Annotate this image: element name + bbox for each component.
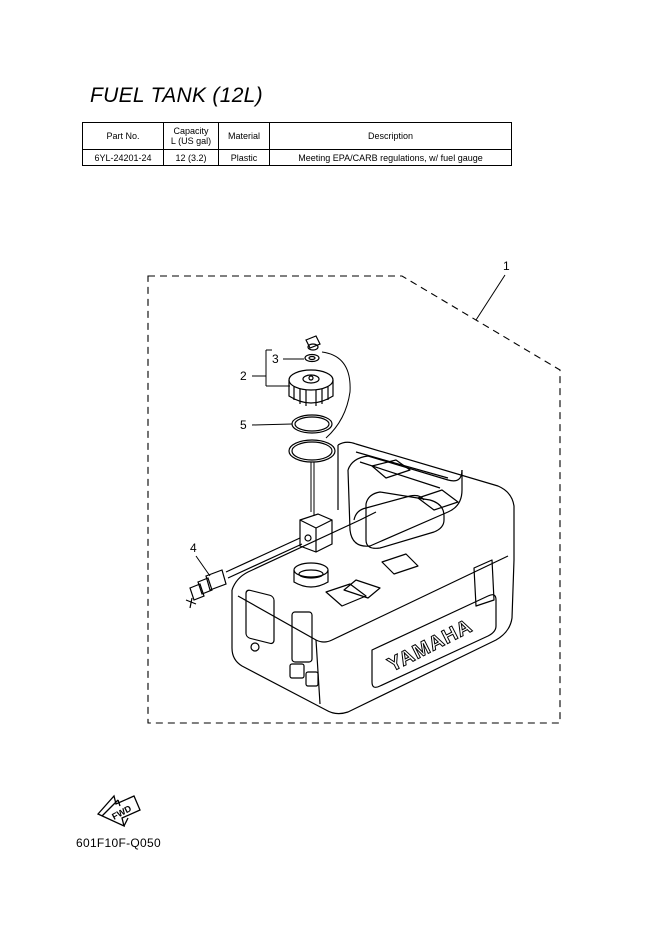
header-capacity: Capacity L (US gal) (163, 122, 219, 150)
figure-code: 601F10F-Q050 (76, 836, 161, 850)
leader-4 (195, 555, 211, 577)
callout-5: 5 (240, 418, 247, 432)
gasket-ring (291, 414, 333, 434)
filler-neck (293, 562, 329, 588)
header-capacity-line2: L (US gal) (170, 136, 212, 146)
leader-1 (475, 274, 506, 321)
header-part-no: Part No. (82, 122, 164, 150)
callout-1: 1 (503, 259, 510, 273)
fuel-tank-body (231, 441, 515, 715)
header-capacity-line1: Capacity (173, 126, 209, 136)
cell-part-no: 6YL-24201-24 (82, 149, 164, 166)
fuel-gauge (299, 462, 333, 553)
callout-2: 2 (240, 369, 247, 383)
table-header-row: Part No. Capacity L (US gal) Material De… (82, 122, 512, 150)
vent-screw (305, 335, 321, 351)
header-description: Description (269, 122, 512, 150)
hose-connector (185, 569, 227, 609)
table-row: 6YL-24201-24 12 (3.2) Plastic Meeting EP… (82, 149, 512, 166)
fuel-line (225, 537, 301, 573)
brand-text: YAMAHA (384, 615, 476, 676)
leader-5 (251, 423, 293, 426)
cell-description: Meeting EPA/CARB regulations, w/ fuel ga… (269, 149, 512, 166)
spec-table: Part No. Capacity L (US gal) Material De… (82, 122, 512, 166)
fwd-arrow-icon (96, 794, 141, 828)
bracket-2 (252, 349, 290, 387)
washer (304, 353, 320, 363)
header-material: Material (218, 122, 270, 150)
assembly-boundary (147, 275, 561, 724)
tank-cap (288, 351, 351, 439)
page-title: FUEL TANK (12L) (90, 84, 263, 107)
callout-3: 3 (272, 352, 279, 366)
callout-4: 4 (190, 541, 197, 555)
o-ring-lower (288, 439, 336, 463)
cell-material: Plastic (218, 149, 270, 166)
